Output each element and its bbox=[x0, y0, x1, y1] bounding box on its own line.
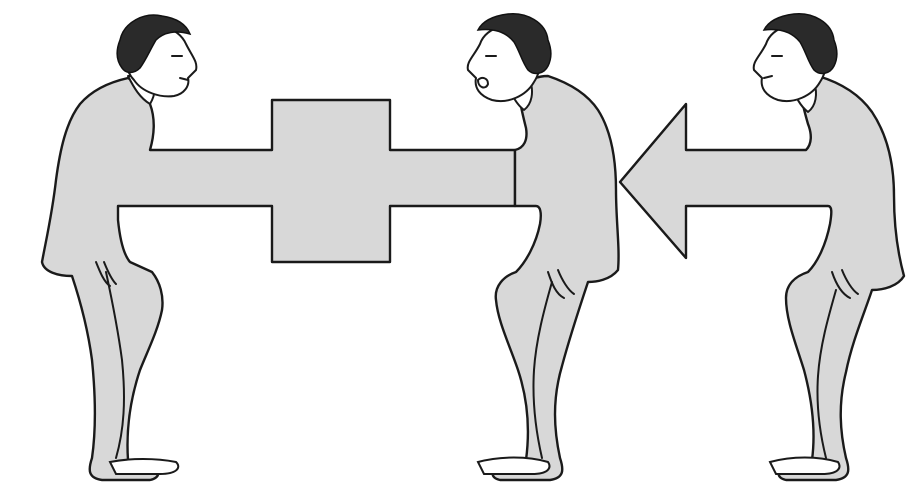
figure-right bbox=[620, 14, 904, 480]
figure-middle-shoe bbox=[478, 458, 549, 475]
figure-middle-body bbox=[493, 76, 619, 480]
figure-middle-mouth bbox=[478, 78, 488, 88]
figure-right-body bbox=[620, 76, 904, 480]
figure-left-shoe bbox=[110, 459, 178, 474]
figure-middle bbox=[468, 14, 619, 480]
figure-right-shoe bbox=[770, 458, 839, 475]
figure-left bbox=[42, 15, 515, 480]
